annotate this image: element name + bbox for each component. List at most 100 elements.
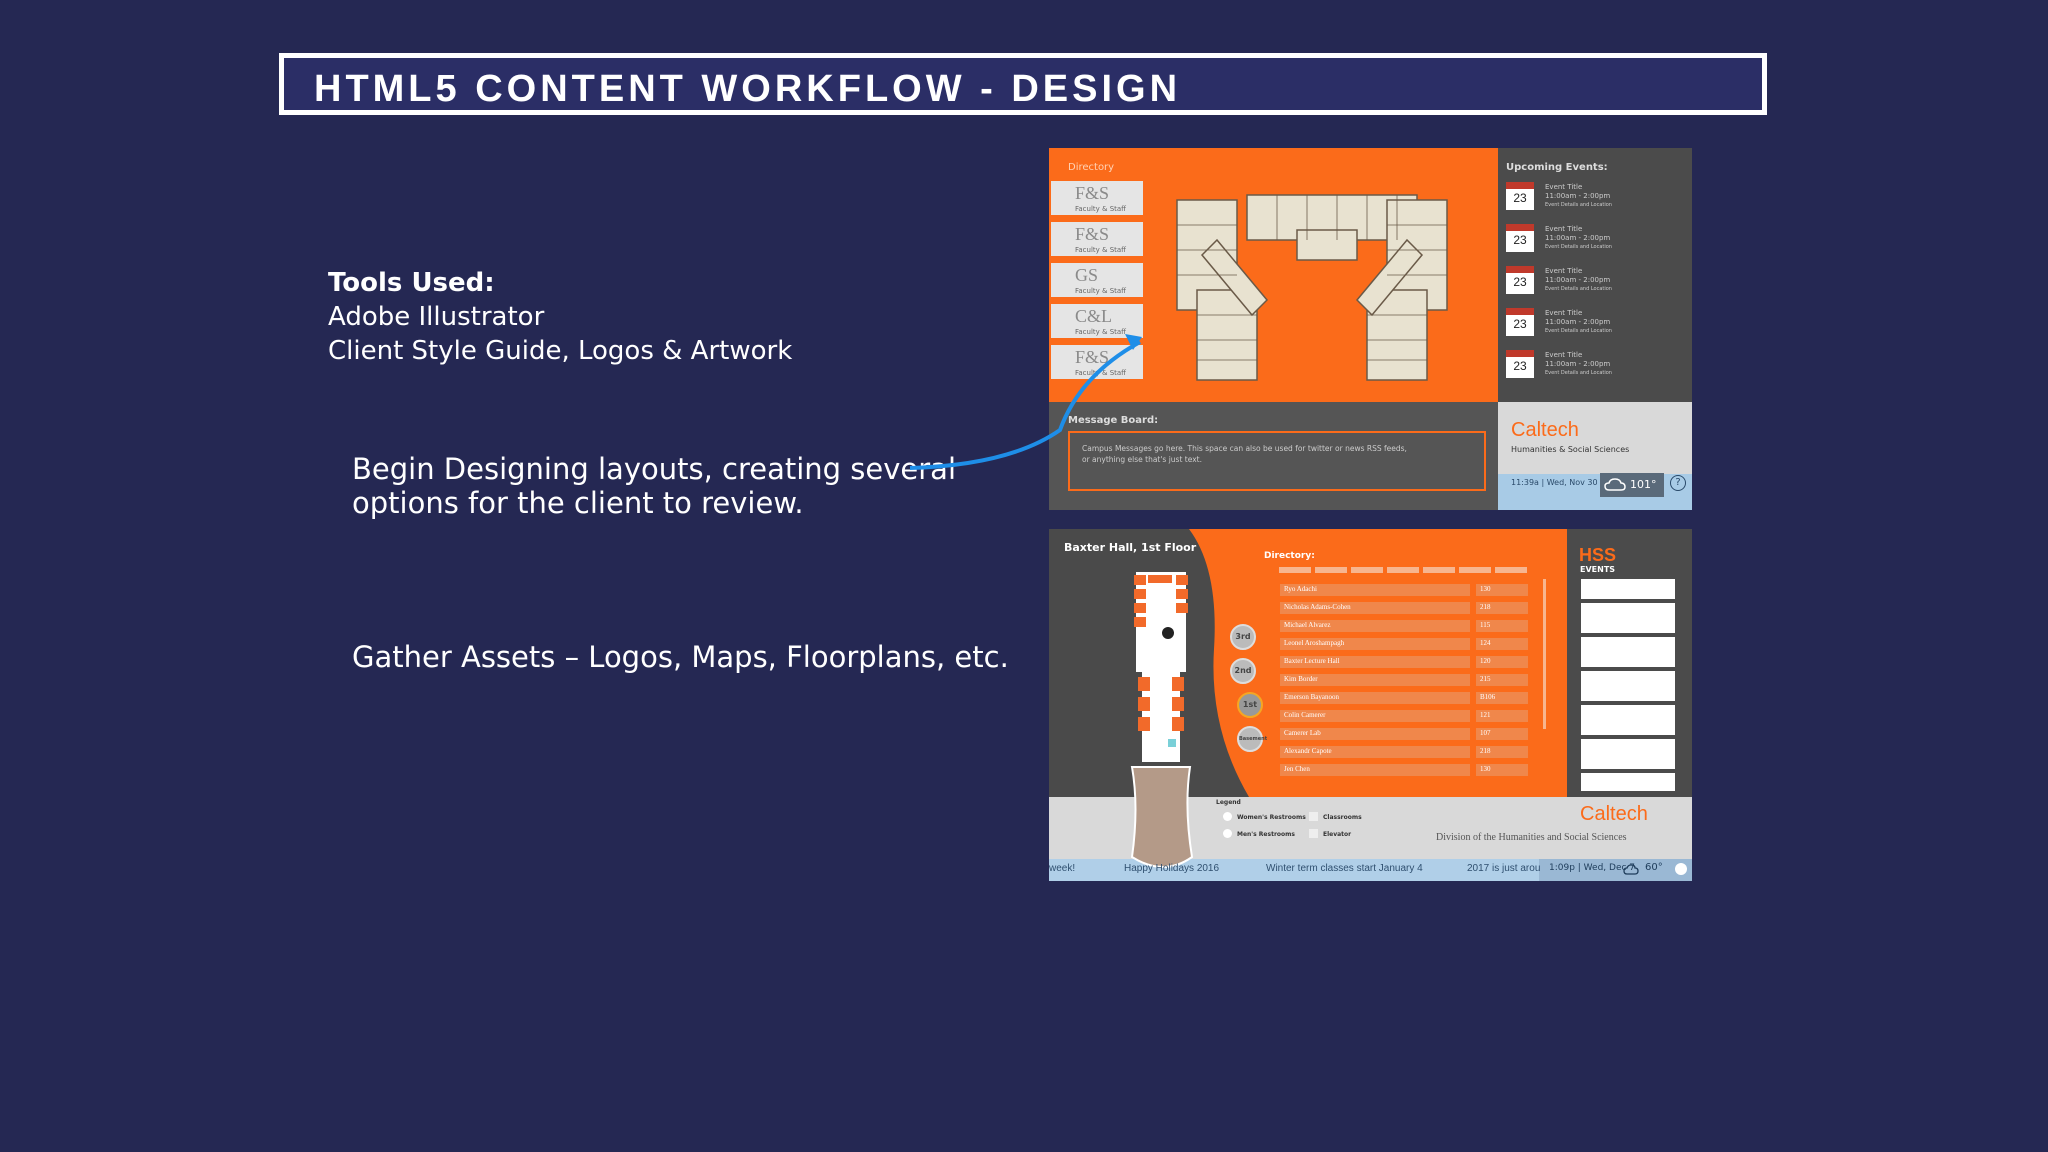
event-card[interactable]	[1581, 671, 1675, 701]
directory-abbr: F&S	[1075, 347, 1110, 367]
directory-item: F&S Faculty & Staff	[1051, 181, 1143, 215]
event-card[interactable]	[1581, 739, 1675, 769]
temperature: 60°	[1645, 862, 1663, 873]
step-design-text: Begin Designing layouts, creating severa…	[352, 452, 956, 520]
legend-item: Women's Restrooms	[1237, 814, 1306, 821]
legend-item: Elevator	[1323, 831, 1352, 838]
brand-panel	[1498, 402, 1692, 474]
directory-abbr: C&L	[1075, 306, 1113, 326]
ticker-item: Winter term classes start January 4	[1266, 863, 1423, 874]
division-name: Division of the Humanities and Social Sc…	[1436, 832, 1627, 843]
event-card[interactable]	[1581, 579, 1675, 599]
event-card[interactable]	[1581, 637, 1675, 667]
status-time: 11:39a | Wed, Nov 30	[1511, 478, 1598, 487]
table-row[interactable]: Baxter Lecture Hall	[1280, 656, 1470, 668]
event-date-icon: 23	[1506, 182, 1534, 210]
message-line: or anything else that's just text.	[1082, 455, 1202, 464]
directory-sub: Faculty & Staff	[1075, 369, 1126, 377]
status-time: 1:09p | Wed, Dec 7	[1549, 863, 1636, 873]
directory-abbr: GS	[1075, 265, 1099, 285]
restroom-icon	[1223, 812, 1232, 821]
building-label: Baxter Hall, 1st Floor	[1064, 541, 1197, 554]
directory-label: Directory:	[1264, 551, 1315, 561]
hss-logo: HSS	[1579, 545, 1617, 565]
step-design-line: options for the client to review.	[352, 486, 804, 520]
message-line: Campus Messages go here. This space can …	[1082, 444, 1407, 453]
tool-item: Adobe Illustrator	[328, 302, 545, 332]
weather-badge: 101°	[1600, 473, 1664, 497]
step-assets-text: Gather Assets – Logos, Maps, Floorplans,…	[352, 640, 1009, 674]
slide-title: HTML5 CONTENT WORKFLOW - DESIGN	[314, 68, 1182, 110]
help-icon[interactable]: ?	[1670, 475, 1686, 491]
event-card[interactable]	[1581, 603, 1675, 633]
temperature: 101°	[1630, 478, 1657, 491]
event-date-icon: 23	[1506, 350, 1534, 378]
classroom-icon	[1309, 812, 1318, 821]
table-row[interactable]: Nicholas Adams-Cohen	[1280, 602, 1470, 614]
table-row[interactable]: Alexandr Capote	[1280, 746, 1470, 758]
caltech-logo: Caltech	[1511, 419, 1579, 441]
table-row[interactable]: Jen Chen	[1280, 764, 1470, 776]
directory-item: F&S Faculty & Staff	[1051, 222, 1143, 256]
building-floorplan	[1130, 572, 1194, 868]
step-design-line: Begin Designing layouts, creating severa…	[352, 452, 957, 486]
layout-mockup-1: Directory F&S Faculty & Staff F&S Facult…	[1049, 148, 1692, 510]
tools-heading: Tools Used:	[328, 268, 495, 298]
caltech-logo: Caltech	[1580, 803, 1648, 825]
event-date-icon: 23	[1506, 224, 1534, 252]
table-scrollbar[interactable]	[1543, 579, 1546, 729]
directory-label: Directory	[1068, 162, 1115, 173]
ticker-item: Happy Holidays 2016	[1124, 863, 1220, 874]
directory-abbr: F&S	[1075, 224, 1110, 244]
ticker-item: week!	[1049, 863, 1076, 874]
floor-button-basement[interactable]: Basement	[1237, 726, 1267, 752]
event-card[interactable]	[1581, 773, 1675, 791]
cloud-icon	[1623, 864, 1639, 875]
floor-button-3rd[interactable]: 3rd	[1230, 624, 1256, 650]
floor-button-2nd[interactable]: 2nd	[1230, 658, 1256, 684]
directory-sub: Faculty & Staff	[1075, 205, 1126, 213]
elevator-icon	[1309, 829, 1318, 838]
upcoming-events-label: Upcoming Events:	[1506, 162, 1608, 173]
layout-mockup-2: Baxter Hall, 1st Floor 3rd 2nd 1st Basem…	[1049, 529, 1692, 881]
floorplan-map	[1176, 194, 1448, 381]
table-row[interactable]: Emerson Bayanoon	[1280, 692, 1470, 704]
directory-sub: Faculty & Staff	[1075, 328, 1126, 336]
arrow-head-icon	[1125, 334, 1142, 350]
events-label: EVENTS	[1580, 565, 1616, 574]
legend-label: Legend	[1216, 799, 1241, 806]
table-row[interactable]: Kim Border	[1280, 674, 1470, 686]
directory-abbr: F&S	[1075, 183, 1110, 203]
directory-filter-tabs[interactable]	[1279, 567, 1527, 573]
table-row[interactable]: Leonel Aroshampagh	[1280, 638, 1470, 650]
legend-item: Men's Restrooms	[1237, 831, 1295, 838]
slide-title-box: HTML5 CONTENT WORKFLOW - DESIGN	[279, 53, 1767, 115]
event-date-icon: 23	[1506, 308, 1534, 336]
table-row[interactable]: Ryo Adachi	[1280, 584, 1470, 596]
table-row[interactable]: Michael Alvarez	[1280, 620, 1470, 632]
brand-subtitle: Humanities & Social Sciences	[1511, 445, 1630, 454]
floor-button-1st[interactable]: 1st	[1237, 692, 1263, 718]
message-board-panel	[1049, 402, 1498, 510]
message-board-label: Message Board:	[1068, 415, 1159, 426]
legend-item: Classrooms	[1323, 814, 1362, 821]
table-row[interactable]: Colin Camerer	[1280, 710, 1470, 722]
arrow-connector	[909, 334, 1142, 470]
directory-item: GS Faculty & Staff	[1051, 263, 1143, 297]
ticker-item: 2017 is just arou	[1467, 863, 1541, 874]
cloud-icon	[1604, 478, 1626, 491]
table-row[interactable]: Camerer Lab	[1280, 728, 1470, 740]
directory-sub: Faculty & Staff	[1075, 287, 1126, 295]
directory-sub: Faculty & Staff	[1075, 246, 1126, 254]
event-date-icon: 23	[1506, 266, 1534, 294]
tool-item: Client Style Guide, Logos & Artwork	[328, 336, 793, 366]
event-card[interactable]	[1581, 705, 1675, 735]
help-icon[interactable]	[1675, 863, 1687, 875]
message-box: Campus Messages go here. This space can …	[1068, 431, 1486, 491]
restroom-icon	[1223, 829, 1232, 838]
